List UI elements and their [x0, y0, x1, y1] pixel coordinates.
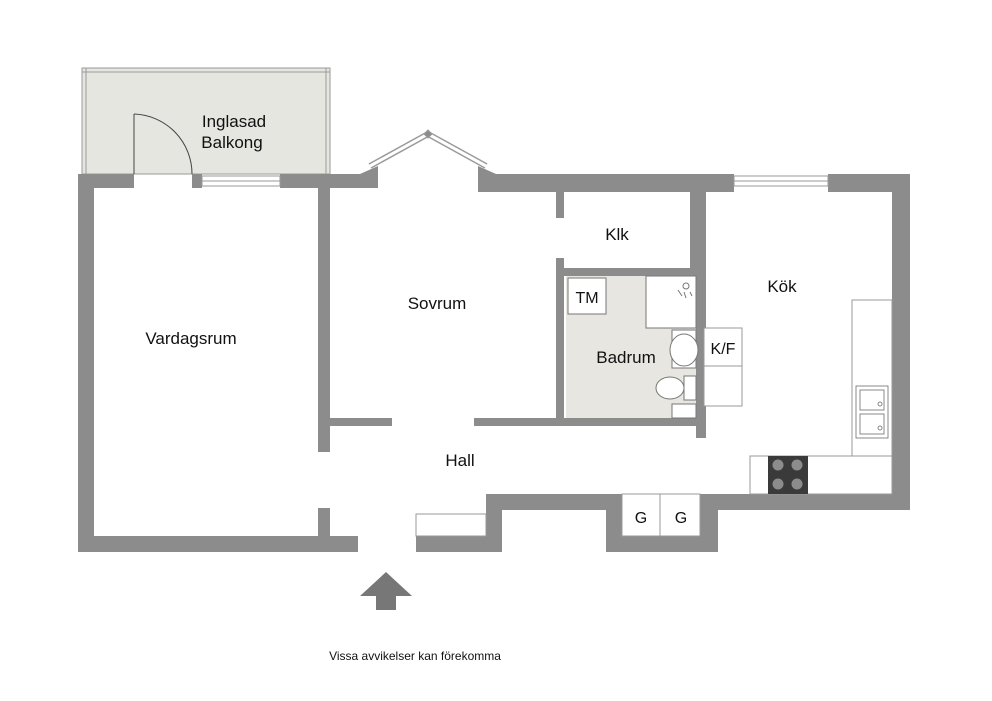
kitchen-label: Kök [767, 277, 797, 296]
balcony-door [133, 113, 193, 175]
hall-label: Hall [445, 451, 474, 470]
fridge-label: K/F [711, 341, 736, 358]
balcony-label-line2: Balkong [201, 133, 262, 152]
disclaimer-text: Vissa avvikelser kan förekomma [329, 649, 501, 663]
hall-bench [415, 513, 487, 537]
wardrobes [621, 493, 701, 537]
stove-icon [768, 456, 808, 494]
bathroom-fixtures [567, 275, 699, 419]
living-room-label: Vardagsrum [145, 329, 236, 348]
sink-icon [855, 385, 889, 439]
wardrobe-label-2: G [675, 510, 687, 527]
closet-label: Klk [605, 225, 629, 244]
washer-label: TM [575, 290, 598, 307]
entrance-arrow-icon [360, 572, 412, 610]
fridge [703, 327, 743, 407]
wardrobe-label-1: G [635, 510, 647, 527]
balcony-label-line1: Inglasad [202, 112, 266, 131]
bathroom-label: Badrum [596, 348, 656, 367]
balcony [81, 67, 331, 175]
walls [78, 166, 910, 552]
bedroom-label: Sovrum [408, 294, 467, 313]
shower-head-icon [677, 282, 693, 299]
windows [201, 129, 829, 187]
